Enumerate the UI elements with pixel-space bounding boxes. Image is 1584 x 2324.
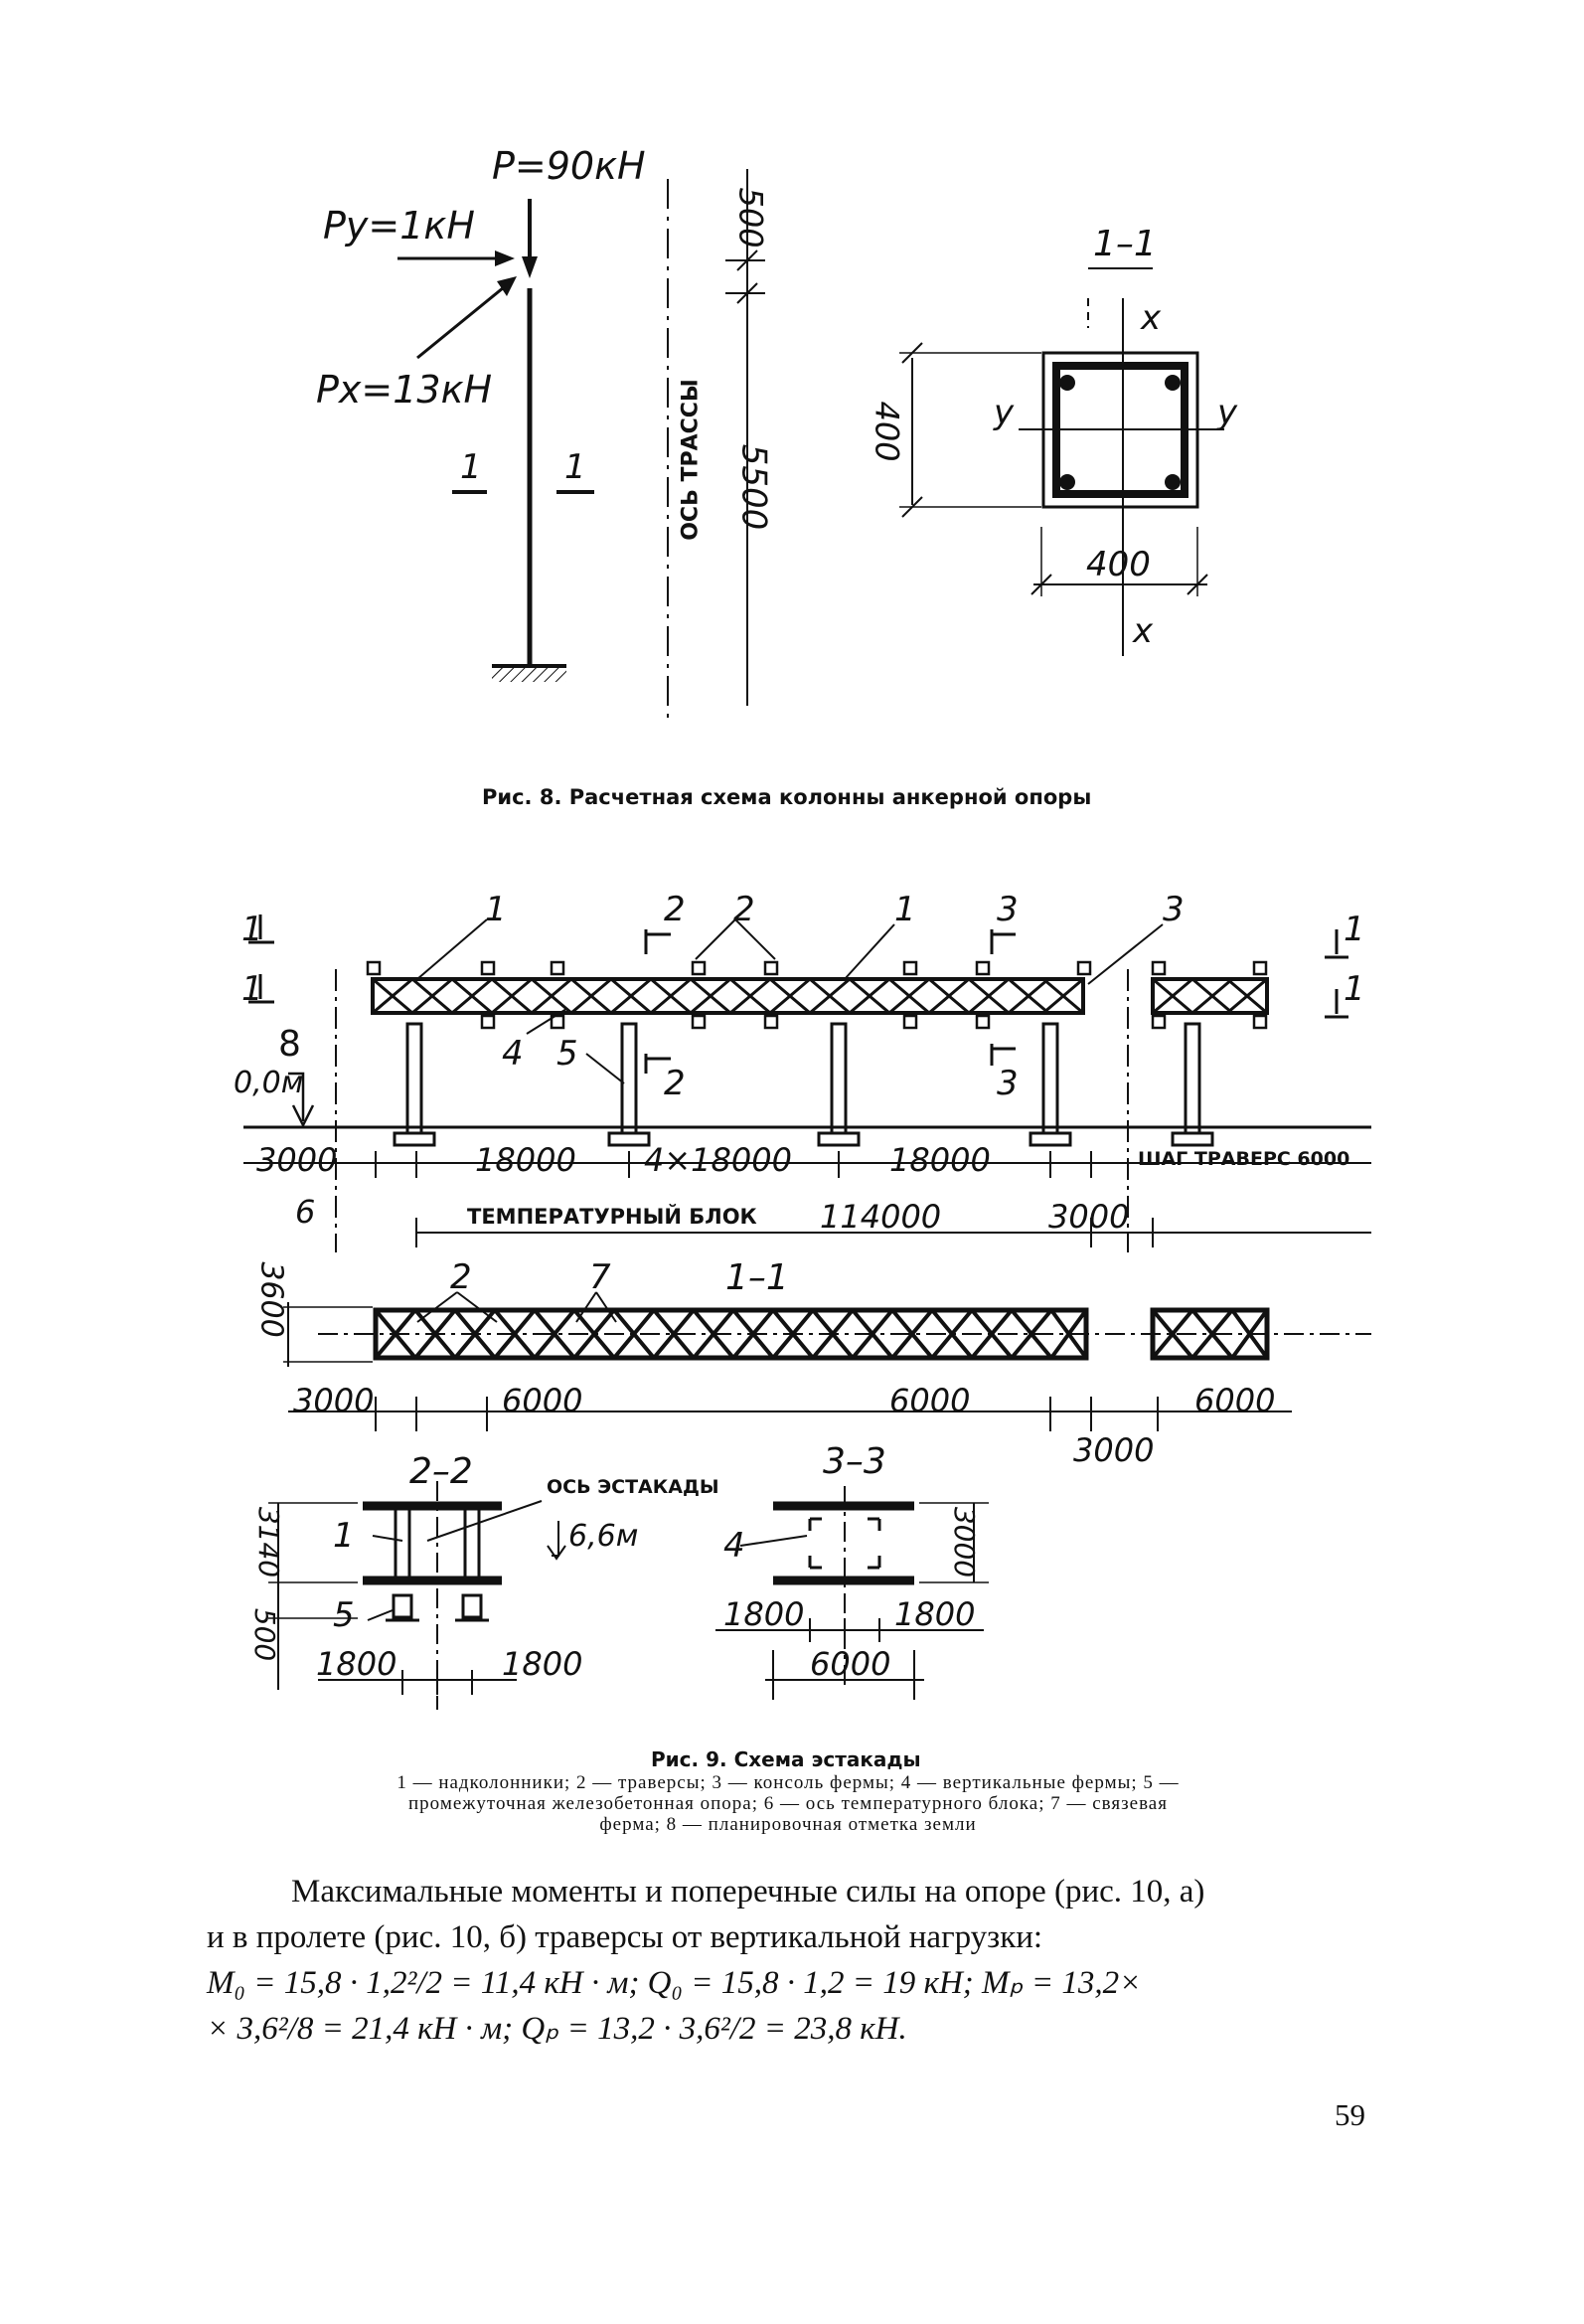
level-mark-8: 8	[278, 1024, 301, 1065]
figure-9-plan	[283, 1291, 1371, 1431]
paragraph-line: M₀ = 15,8 · 1,2²/2 = 11,4 кН · м; Q₀ = 1…	[207, 1965, 1142, 2001]
dim-row3-6000c: 6000	[1194, 1382, 1276, 1419]
dim-5500-label: 5500	[733, 443, 774, 531]
mark-top-3b: 3	[1163, 890, 1185, 929]
mark-top-1b: 1	[894, 890, 916, 929]
section-3-3	[715, 1486, 989, 1700]
legend-line: промежуточная железобетонная опора; 6 — …	[408, 1793, 1168, 1814]
s22-level: 6,6м	[568, 1519, 639, 1554]
body-text: Максимальные моменты и поперечные силы н…	[207, 1869, 1369, 2052]
figure-8	[397, 169, 1224, 726]
paragraph-line: и в пролете (рис. 10, б) траверсы от вер…	[207, 1919, 1043, 1955]
px-arrow	[416, 281, 510, 360]
dim-row3-3000: 3000	[293, 1382, 375, 1419]
dim-4x18000: 4×18000	[644, 1141, 792, 1179]
dim-row3-6000a: 6000	[502, 1382, 583, 1419]
paragraph-line: × 3,6²/8 = 21,4 кН · м; Qₚ = 13,2 · 3,6²…	[207, 2011, 907, 2047]
dim-3600: 3600	[253, 1261, 289, 1338]
s33-mark-4: 4	[723, 1526, 745, 1566]
dim-400-vertical: 400	[868, 401, 906, 462]
load-py-label: Py=1кН	[323, 204, 475, 248]
plan-mark-2: 2	[450, 1257, 472, 1297]
axis-x-bottom: x	[1133, 611, 1154, 651]
dim-500-label: 500	[731, 187, 770, 249]
dim-18000-a: 18000	[475, 1141, 576, 1179]
sect-1-left-a: 1	[241, 910, 263, 949]
temp-block-label: ТЕМПЕРАТУРНЫЙ БЛОК	[467, 1205, 757, 1229]
dim-3000-c: 3000	[1073, 1431, 1155, 1469]
sect-2-bottom: 2	[664, 1064, 686, 1103]
s33-title: 3–3	[823, 1441, 886, 1482]
sect-3-bottom: 3	[997, 1064, 1019, 1103]
s22-dim-500: 500	[248, 1607, 282, 1662]
level-value: 0,0м	[234, 1066, 304, 1100]
section-mark-left: 1	[460, 447, 482, 487]
route-axis-label: ОСЬ ТРАССЫ	[678, 379, 704, 541]
s33-dim-1800b: 1800	[894, 1595, 976, 1633]
load-p-label: P=90кН	[492, 144, 646, 188]
temp-block-value: 114000	[820, 1198, 942, 1236]
s33-dim-3000: 3000	[948, 1506, 982, 1578]
paragraph-line: Максимальные моменты и поперечные силы н…	[291, 1874, 1205, 1909]
plan-title: 1–1	[725, 1257, 789, 1298]
s22-title: 2–2	[409, 1451, 473, 1492]
axis-y-right: y	[1217, 393, 1238, 432]
s22-mark-5: 5	[333, 1595, 355, 1635]
fig9-legend: 1 — надколонники; 2 — траверсы; 3 — конс…	[207, 1772, 1369, 1835]
section-mark-right: 1	[564, 447, 586, 487]
fig8-caption: Рис. 8. Расчетная схема колонны анкерной…	[482, 785, 1092, 809]
legend-line: 1 — надколонники; 2 — траверсы; 3 — конс…	[396, 1772, 1180, 1793]
load-px-label: Px=13кН	[316, 368, 493, 412]
mark-top-2b: 2	[733, 890, 755, 929]
mark-top-1a: 1	[485, 890, 507, 929]
s33-dim-6000: 6000	[810, 1645, 891, 1683]
section-1-1-title: 1–1	[1093, 224, 1157, 264]
page-number: 59	[1335, 2097, 1365, 2132]
plan-mark-7: 7	[589, 1257, 611, 1297]
legend-line: ферма; 8 — планировочная отметка земли	[599, 1814, 977, 1835]
axis-y-left: y	[994, 393, 1015, 432]
axis-x-top: x	[1141, 298, 1162, 338]
figure-9-elevation	[243, 914, 1371, 1252]
s22-dim-1800b: 1800	[502, 1645, 583, 1683]
section-2-2	[268, 1481, 566, 1710]
dim-3000-b: 3000	[1048, 1198, 1130, 1236]
mark-mid-4: 4	[502, 1034, 524, 1074]
sect-1-right-b: 1	[1344, 969, 1365, 1009]
sect-1-right-a: 1	[1344, 910, 1365, 949]
dim-row3-6000b: 6000	[889, 1382, 971, 1419]
dim-3000-a: 3000	[256, 1141, 338, 1179]
s22-dim-1800a: 1800	[316, 1645, 397, 1683]
s33-dim-1800a: 1800	[723, 1595, 805, 1633]
fig9-caption: Рис. 9. Схема эстакады	[651, 1747, 921, 1771]
mark-top-3a: 3	[997, 890, 1019, 929]
s22-axis-label: ОСЬ ЭСТАКАДЫ	[547, 1476, 719, 1498]
dim-18000-b: 18000	[889, 1141, 991, 1179]
s22-mark-1: 1	[333, 1516, 355, 1556]
mark-6: 6	[295, 1193, 316, 1231]
mark-top-2a: 2	[664, 890, 686, 929]
s22-dim-3140: 3140	[252, 1506, 286, 1578]
step-label: ШАГ ТРАВЕРС 6000	[1138, 1148, 1350, 1170]
mark-mid-5: 5	[556, 1034, 578, 1074]
sect-1-left-b: 1	[241, 969, 263, 1009]
dim-400-horizontal: 400	[1086, 545, 1151, 584]
